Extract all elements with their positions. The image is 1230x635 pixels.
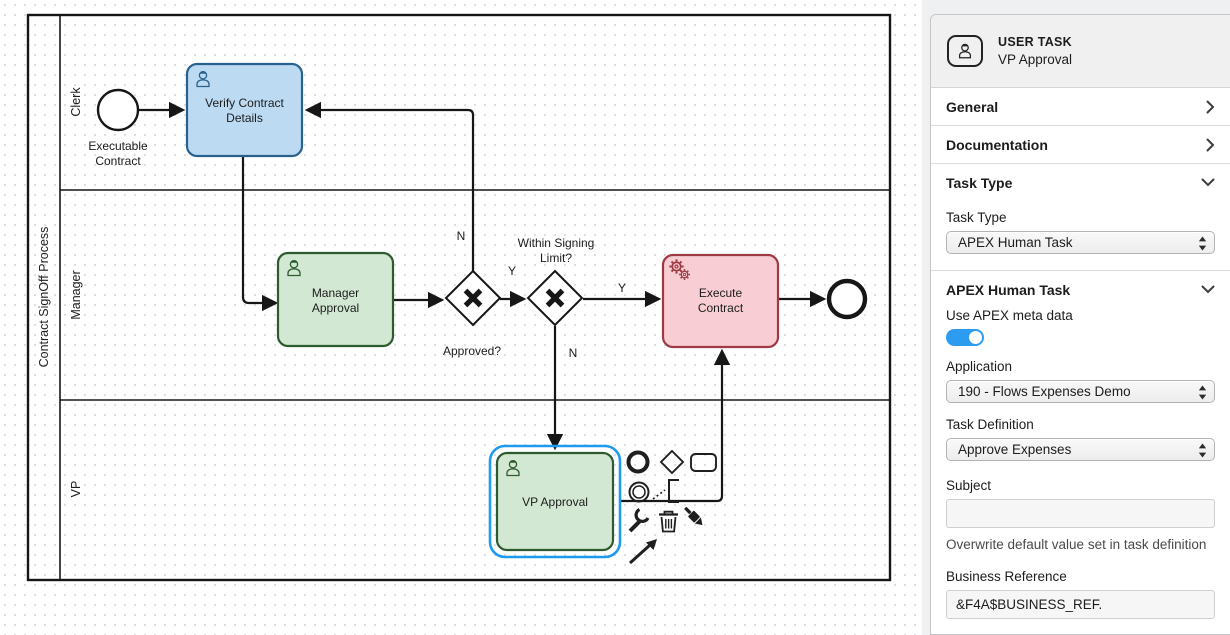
flow-gw1-n-to-verify[interactable] [304, 101, 475, 271]
business-reference-input[interactable] [946, 589, 1215, 619]
subject-field-label: Subject [946, 478, 992, 493]
bpmn-diagram: Contract SignOff Process Clerk Manager V… [26, 13, 892, 582]
start-event-label-1: Executable [88, 139, 148, 153]
bpmn-canvas[interactable]: Contract SignOff Process Clerk Manager V… [0, 0, 922, 635]
properties-panel: USER TASK VP Approval General Documentat… [930, 14, 1230, 635]
append-intermediate-event-button[interactable] [628, 481, 650, 503]
section-task-type-label: Task Type [946, 174, 1013, 191]
section-general-header[interactable]: General [931, 88, 1230, 125]
gateway-within-signing-limit[interactable]: Within Signing Limit? Y N [518, 236, 626, 360]
task-type-select[interactable]: APEX Human Task [946, 231, 1215, 254]
chevron-right-icon [1206, 138, 1215, 151]
use-apex-meta-label: Use APEX meta data [946, 308, 1073, 323]
end-event[interactable] [826, 278, 868, 320]
toggle-knob [969, 331, 982, 344]
lane-label-manager: Manager [69, 270, 83, 319]
append-gateway-button[interactable] [659, 449, 685, 475]
application-field-label: Application [946, 359, 1013, 374]
task-definition-selected-value: Approve Expenses [958, 442, 1072, 457]
select-stepper-icon [1198, 385, 1207, 403]
section-apex-human-task: APEX Human Task Use APEX meta data Appli… [931, 271, 1230, 634]
context-pad[interactable] [626, 449, 717, 565]
task-execute-label-2: Contract [698, 301, 744, 315]
lane-label-vp: VP [69, 481, 83, 498]
application-select[interactable]: 190 - Flows Expenses Demo [946, 380, 1215, 403]
label-branch-n: N [457, 229, 466, 243]
task-vp-approval[interactable]: VP Approval [488, 444, 622, 559]
section-documentation: Documentation [931, 126, 1230, 164]
change-type-wrench-icon[interactable] [628, 508, 650, 533]
lane-label-clerk: Clerk [69, 87, 83, 117]
task-execute-label-1: Execute [699, 286, 743, 300]
task-vp-label: VP Approval [522, 495, 588, 509]
user-task-type-icon [947, 35, 983, 67]
gateway-approved-label: Approved? [443, 344, 501, 358]
panel-header: USER TASK VP Approval [931, 15, 1230, 88]
selection-outline [488, 444, 622, 559]
gateway-limit-label-1: Within Signing [518, 236, 595, 250]
use-apex-meta-toggle[interactable] [946, 329, 984, 346]
subject-helper-text: Overwrite default value set in task defi… [946, 537, 1207, 552]
section-general: General [931, 88, 1230, 126]
section-task-type: Task Type Task Type APEX Human Task [931, 164, 1230, 271]
task-manager-approval[interactable]: Manager Approval [276, 251, 395, 348]
application-selected-value: 190 - Flows Expenses Demo [958, 384, 1131, 399]
pool-label: Contract SignOff Process [37, 227, 51, 368]
task-verify-label-2: Details [226, 111, 263, 125]
chevron-right-icon [1206, 100, 1215, 113]
task-execute-contract[interactable]: Execute Contract [661, 253, 780, 349]
label-branch-y2: Y [618, 281, 626, 295]
gateway-limit-label-2: Limit? [540, 251, 572, 265]
task-type-field-label: Task Type [946, 210, 1007, 225]
flow-verify-to-manager[interactable] [241, 156, 279, 312]
section-apex-human-task-header[interactable]: APEX Human Task [931, 271, 1230, 308]
color-brush-icon[interactable] [682, 505, 705, 528]
task-verify-contract-details[interactable]: Verify Contract Details [185, 62, 304, 158]
gateway-approved[interactable]: Approved? N Y [443, 229, 516, 358]
task-definition-field-label: Task Definition [946, 417, 1034, 432]
task-verify-label-1: Verify Contract [205, 96, 284, 110]
flow-vp-to-execute[interactable] [621, 348, 731, 503]
element-title: VP Approval [998, 52, 1073, 67]
task-manager-label-1: Manager [312, 286, 359, 300]
start-event-label-2: Contract [95, 154, 141, 168]
section-apex-human-task-label: APEX Human Task [946, 281, 1071, 298]
chevron-down-icon [1201, 285, 1215, 294]
task-manager-label-2: Approval [312, 301, 359, 315]
connect-arrow-icon[interactable] [628, 539, 657, 565]
task-type-selected-value: APEX Human Task [958, 235, 1073, 250]
section-general-label: General [946, 98, 999, 115]
subject-input[interactable] [946, 499, 1215, 528]
chevron-down-icon [1201, 178, 1215, 187]
select-stepper-icon [1198, 443, 1207, 461]
label-branch-n2: N [569, 346, 578, 360]
section-task-type-header[interactable]: Task Type [931, 164, 1230, 201]
sequence-flows[interactable] [139, 101, 827, 503]
pool-contract-signoff[interactable]: Contract SignOff Process Clerk Manager V… [26, 13, 892, 582]
element-kind: USER TASK [998, 35, 1073, 49]
append-text-annotation-button[interactable] [652, 479, 679, 503]
section-documentation-label: Documentation [946, 136, 1048, 153]
select-stepper-icon [1198, 236, 1207, 254]
task-definition-select[interactable]: Approve Expenses [946, 438, 1215, 461]
start-event[interactable]: Executable Contract [88, 88, 148, 168]
business-reference-field-label: Business Reference [946, 568, 1067, 584]
delete-trash-icon[interactable] [659, 510, 678, 533]
append-task-button[interactable] [690, 453, 717, 472]
section-documentation-header[interactable]: Documentation [931, 126, 1230, 163]
append-end-event-button[interactable] [626, 450, 650, 474]
label-branch-y: Y [508, 264, 516, 278]
